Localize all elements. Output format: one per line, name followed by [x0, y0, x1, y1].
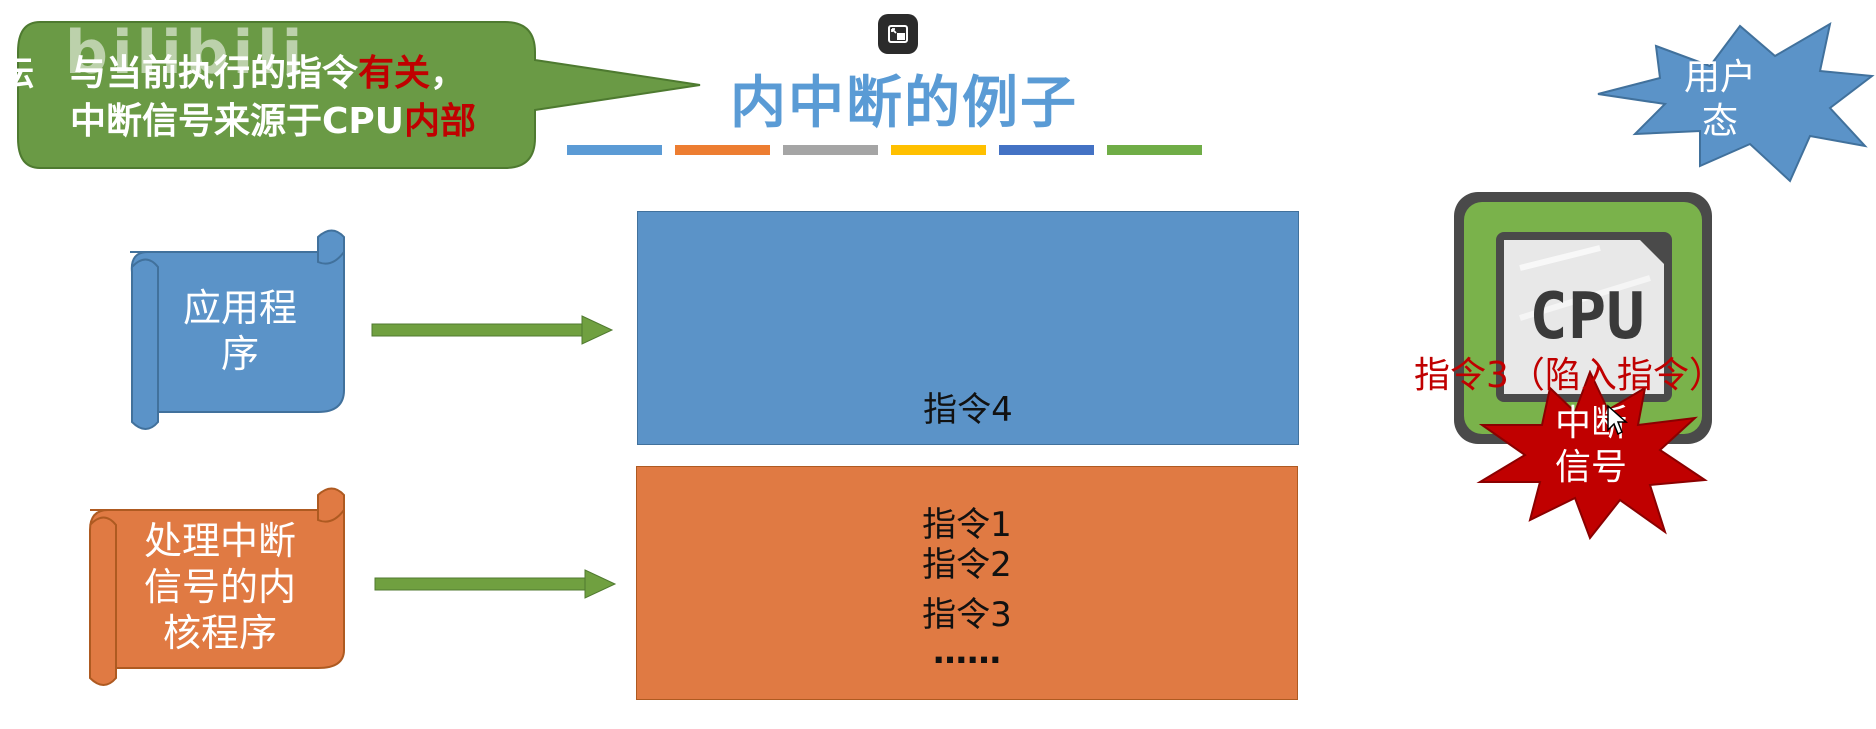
kernel-program-block: 指令1 指令2 指令3 …… [636, 466, 1298, 700]
instr-2: 指令2 [637, 537, 1297, 586]
title-underline-stripe [999, 145, 1094, 155]
bubble-line-1: 与当前执行的指令有关， [70, 50, 490, 98]
title-underline-stripe [1107, 145, 1202, 155]
user-program-block: 指令4 [637, 211, 1299, 445]
instr-4: 指令4 [638, 382, 1298, 431]
kernel-scroll-label: 处理中断 信号的内 核程序 [125, 518, 315, 656]
bubble-line-2: 中断信号来源于CPU内部 [70, 98, 490, 146]
title-underline-stripe [891, 145, 986, 155]
app-scroll-label: 应用程 序 [160, 285, 320, 377]
user-mode-label: 用户 态 [1665, 56, 1775, 144]
title-underline-stripe [783, 145, 878, 155]
slide-title: 内中断的例子 [730, 58, 1078, 139]
interrupt-signal-label: 中断 信号 [1536, 402, 1646, 490]
arrow-to-kernel-block [373, 566, 618, 602]
title-underline-stripe [675, 145, 770, 155]
pip-icon [886, 22, 910, 46]
mouse-cursor-icon [1606, 404, 1628, 436]
arrow-to-user-block [370, 312, 615, 348]
instr-3: 指令3 [637, 587, 1297, 636]
title-underline-stripe [567, 145, 662, 155]
cpu-label: CPU [1512, 280, 1662, 354]
ellipsis: …… [637, 632, 1297, 672]
trap-instruction-label: 指令3（陷入指令） [1414, 346, 1725, 398]
picture-in-picture-button[interactable] [878, 14, 918, 54]
